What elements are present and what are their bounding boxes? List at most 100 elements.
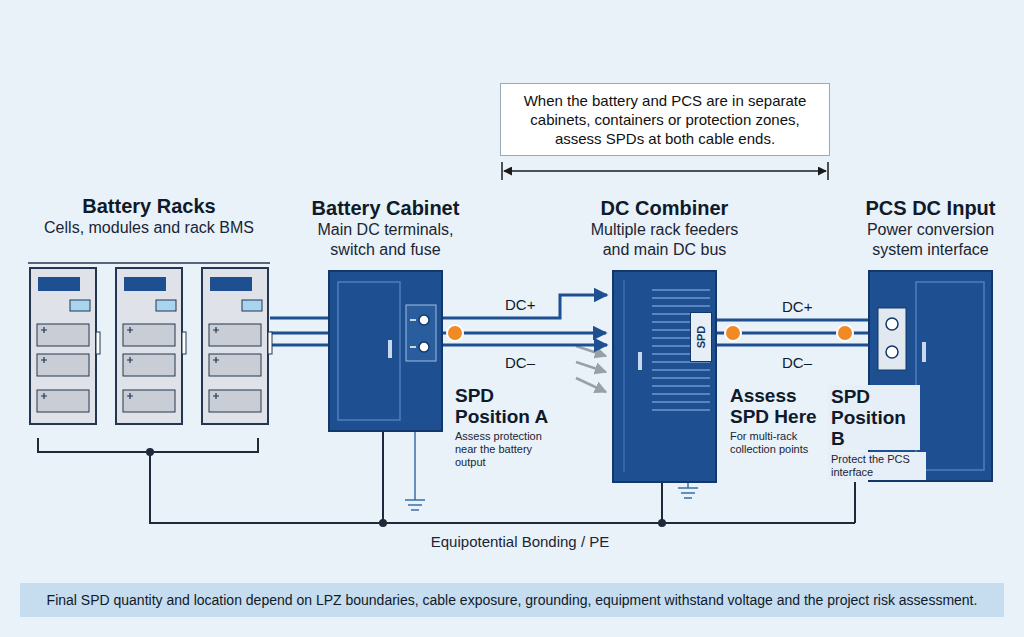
terminal-box: [406, 305, 436, 361]
equipment-drawing: [330, 272, 441, 430]
node-text: When the battery and PCS are in separate…: [511, 91, 819, 148]
dc-terminal: [886, 346, 898, 358]
battery-module: [37, 324, 89, 346]
battery-module: [37, 354, 89, 376]
cable-label: DC–: [503, 354, 537, 372]
bonding-conductor: [661, 483, 663, 523]
dc-terminal: [419, 342, 429, 352]
battery-cabinet: Battery CabinetMain DC terminals, switch…: [328, 270, 443, 432]
ground-symbol: [405, 499, 425, 501]
junction-dot: [146, 448, 154, 456]
span-bracket: [501, 162, 503, 180]
rack-display: [124, 277, 166, 291]
subheading: Main DC terminals, switch and fuse: [296, 220, 476, 260]
dc-cable: [717, 344, 868, 347]
bonding-conductor: [150, 452, 855, 523]
cable-label: DC–: [780, 354, 814, 372]
bonding-conductor: [854, 482, 856, 523]
rack-handle: [268, 332, 272, 354]
rack-display: [210, 277, 252, 291]
plus-mark: [41, 357, 47, 363]
spd-marker: [837, 325, 853, 341]
node-text: SPD: [695, 326, 707, 349]
door-panel: [916, 282, 984, 470]
plus-mark: [127, 327, 133, 333]
ground-symbol: [684, 497, 692, 499]
equipment-drawing: [614, 272, 715, 481]
span-bracket: [827, 162, 829, 180]
note-text: Protect the PCS interface: [828, 452, 926, 480]
plus-mark: [127, 393, 133, 399]
rack-handle: [182, 332, 186, 354]
battery-module: [37, 390, 89, 412]
dc-terminal: [886, 318, 898, 330]
battery-module: [123, 354, 175, 376]
battery-racks: Battery RacksCells, modules and rack BMS: [28, 262, 270, 428]
vent-slot: [652, 369, 710, 371]
heading: Battery Racks: [0, 194, 299, 218]
battery-module: [209, 324, 261, 346]
battery-module: [209, 390, 261, 412]
plus-mark: [213, 357, 219, 363]
caption-band: Final SPD quantity and location depend o…: [20, 583, 1004, 617]
dc-terminal: [419, 315, 429, 325]
battery-module: [123, 390, 175, 412]
vent-slot: [652, 401, 710, 403]
vent-slot: [652, 305, 710, 307]
heading: Battery Cabinet: [296, 196, 476, 220]
plus-mark: [213, 327, 219, 333]
heading-group: Battery RacksCells, modules and rack BMS: [0, 194, 299, 238]
subheading: Multiple rack feeders and main DC bus: [577, 220, 752, 260]
subheading: Power conversion system interface: [846, 220, 1016, 260]
junction-dot: [379, 519, 387, 527]
rack-screen: [156, 300, 176, 311]
door-handle: [388, 340, 392, 358]
ground-symbol: [408, 504, 422, 506]
cable-label: DC+: [503, 296, 537, 314]
switch-mark: [410, 319, 416, 321]
dc-combiner: SPDDC CombinerMultiple rack feeders and …: [612, 270, 717, 483]
door-handle: [638, 352, 642, 370]
equipment-drawing: [28, 262, 270, 428]
vent-slot: [652, 393, 710, 395]
span-bracket: [502, 162, 828, 180]
feeder-arrow: [576, 346, 606, 356]
heading: PCS DC Input: [846, 196, 1016, 220]
cable-label: DC+: [780, 298, 814, 316]
note-box: When the battery and PCS are in separate…: [500, 83, 830, 156]
equipment-drawing: [624, 280, 710, 472]
dc-cable: [443, 295, 607, 318]
dc-conductor: [270, 344, 328, 347]
dc-conductor: [443, 332, 606, 335]
battery-module: [123, 324, 175, 346]
subheading: Cells, modules and rack BMS: [0, 218, 299, 238]
vent-slot: [652, 377, 710, 379]
bonding-conductor: [382, 432, 384, 523]
rack-screen: [242, 300, 262, 311]
vent-slot: [652, 289, 710, 291]
heading: DC Combiner: [577, 196, 752, 220]
spd-position-label: SPD Position A: [455, 385, 567, 427]
vent-slot: [652, 385, 710, 387]
note-text: For multi-rack collection points: [730, 430, 822, 456]
dc-cable: [443, 344, 607, 347]
junction-dot: [146, 448, 666, 527]
plus-mark: [213, 393, 219, 399]
door-handle: [922, 342, 926, 362]
rack-base: [28, 262, 270, 264]
spd-marker: [725, 325, 741, 341]
ground-symbol: [411, 509, 419, 511]
switch-mark: [410, 346, 416, 348]
battery-rack: [202, 268, 268, 424]
battery-rack: [30, 268, 96, 424]
spd-marker: [447, 325, 463, 341]
feeder-arrow: [576, 362, 606, 372]
plus-mark: [41, 393, 47, 399]
heading-group: PCS DC InputPower conversion system inte…: [846, 196, 1016, 260]
equipment-drawing: [28, 263, 272, 424]
spd-module: SPD: [690, 312, 712, 362]
plus-mark: [41, 327, 47, 333]
plus-mark: [127, 357, 133, 363]
dc-cable: [717, 319, 868, 322]
